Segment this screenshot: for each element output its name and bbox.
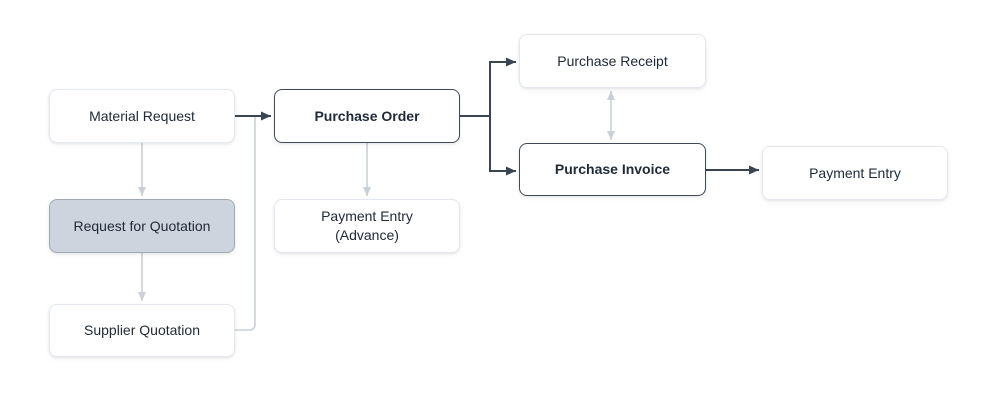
node-material-request: Material Request: [49, 89, 235, 143]
node-purchase-receipt-label: Purchase Receipt: [557, 52, 668, 69]
node-payment-entry-advance-label: Payment Entry: [321, 208, 413, 224]
node-payment-entry-advance-sublabel: (Advance): [335, 227, 399, 243]
node-purchase-order: Purchase Order: [274, 89, 460, 143]
node-purchase-invoice: Purchase Invoice: [519, 143, 706, 196]
edge-purchase-order-to-purchase-invoice: [489, 116, 516, 176]
node-purchase-receipt: Purchase Receipt: [519, 34, 706, 88]
edge-supplier-quotation-to-purchase-order: [235, 116, 256, 331]
node-payment-entry-label: Payment Entry: [809, 164, 901, 181]
node-payment-entry-advance: Payment Entry (Advance): [274, 199, 460, 253]
node-payment-entry: Payment Entry: [762, 146, 948, 200]
node-purchase-order-label: Purchase Order: [314, 107, 420, 124]
node-supplier-quotation-label: Supplier Quotation: [84, 322, 200, 338]
node-purchase-invoice-label: Purchase Invoice: [554, 161, 671, 177]
node-request-for-quotation: Request for Quotation: [49, 199, 235, 253]
node-material-request-label: Material Request: [89, 107, 195, 124]
edge-purchase-order-to-purchase-receipt: [489, 57, 516, 116]
node-request-for-quotation-label: Request for Quotation: [73, 217, 211, 234]
node-supplier-quotation: Supplier Quotation: [49, 304, 235, 357]
